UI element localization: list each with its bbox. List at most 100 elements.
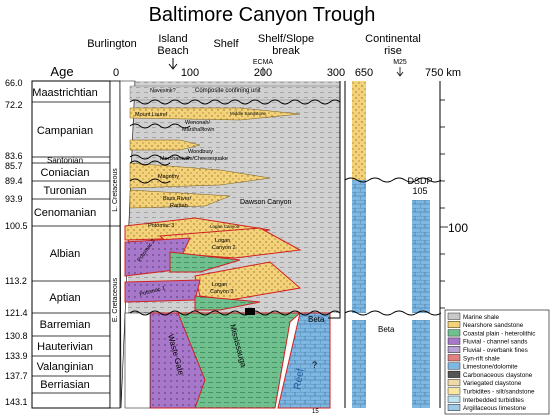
- dsdp-column: [412, 200, 430, 313]
- mount-laurel-sand: [129, 107, 301, 121]
- distance-tick-200: 200: [254, 67, 272, 79]
- header-rise: rise: [384, 45, 402, 57]
- unit-wenonah: Wenonah/: [185, 120, 210, 126]
- unit-logan-canyon: Logan Canyon: [210, 224, 240, 229]
- dsdp-label: DSDP: [407, 176, 432, 186]
- unit-raritan: Raritan: [170, 203, 188, 209]
- unit-mount-laurel: Mount Laurel: [135, 112, 167, 118]
- age-label: 89.4: [5, 176, 23, 186]
- right-axis-label: 100: [448, 221, 468, 235]
- dsdp-number: 105: [412, 186, 427, 196]
- stage-label: Coniacian: [41, 167, 90, 179]
- left-white-wedge: [124, 312, 151, 409]
- age-label: 72.2: [5, 100, 23, 110]
- epoch-bar: [109, 80, 121, 409]
- bass-river-sand: [129, 189, 231, 209]
- stage-label: Aptian: [49, 292, 80, 304]
- legend-label: Marine shale: [463, 314, 500, 321]
- legend-swatch: [447, 370, 461, 378]
- stage-dividers: [32, 101, 110, 394]
- dsdp-column-base: [412, 320, 430, 408]
- age-label: 113.2: [5, 276, 27, 286]
- age-header: Age: [50, 64, 73, 79]
- age-label: 93.9: [5, 194, 23, 204]
- rise-column-left-base: [352, 320, 366, 408]
- age-label: 121.4: [5, 308, 28, 318]
- legend-label: Carbonaceous claystone: [463, 372, 533, 379]
- stage-label: Maastrichtian: [32, 87, 97, 99]
- legend-swatch: [447, 395, 461, 403]
- legend-swatch: [447, 362, 461, 370]
- age-label: 133.9: [5, 351, 28, 361]
- unconformities: [129, 99, 341, 316]
- distance-axis: 0 100 200 300 650 750 km: [113, 67, 461, 79]
- distance-tick-100: 100: [181, 67, 199, 79]
- legend-swatch: [447, 354, 461, 362]
- m25-label: M25: [393, 59, 407, 66]
- unit-reef: Reef: [292, 368, 307, 391]
- right-axis-ticks: [440, 99, 448, 309]
- epoch-late: L. Cretaceous: [112, 168, 119, 212]
- legend-swatch: [447, 404, 461, 411]
- unit-woodbury: Woodbury: [188, 149, 213, 155]
- distance-tick-650: 650: [355, 67, 373, 79]
- unit-potomac-3: Potomac 3: [148, 223, 174, 229]
- unit-question: ?: [312, 360, 317, 370]
- age-label: 143.1: [5, 397, 28, 407]
- unit-labels: Navesink? Composite confining unit Mount…: [135, 88, 395, 415]
- legend-label: Fluvial - channel sands: [463, 339, 527, 346]
- legend-swatch: [447, 346, 461, 353]
- unit-magothy: Magothy: [158, 174, 179, 180]
- legend-swatch: [447, 337, 461, 345]
- stage-label: Berriasian: [40, 379, 90, 391]
- ecma-label: ECMA: [253, 59, 274, 66]
- cross-section: [119, 80, 341, 409]
- header-shelf: Shelf: [213, 38, 239, 50]
- unit-marshalltown: Marshalltown: [182, 127, 214, 133]
- header-burlington: Burlington: [87, 38, 137, 50]
- magothy-sand: [129, 162, 271, 189]
- stage-label: Hauterivian: [37, 341, 93, 353]
- stage-labels: Maastrichtian Campanian Santonian Coniac…: [32, 87, 97, 391]
- legend-swatch: [447, 329, 461, 337]
- age-label: 130.8: [5, 331, 28, 341]
- legend-label: Fluvial - overbank fines: [463, 347, 528, 354]
- beta-marker: [245, 308, 255, 315]
- age-label: 137.7: [5, 371, 28, 381]
- unit-logan-2a: Logan: [215, 238, 230, 244]
- unit-middle-sandstone: Middle Sandstone: [230, 111, 267, 116]
- unit-dawson-canyon: Dawson Canyon: [240, 199, 291, 206]
- header-continental: Continental: [365, 33, 421, 45]
- unit-logan-3a: Logan: [212, 282, 227, 288]
- header-beach: Beach: [157, 45, 188, 57]
- legend-swatch: [447, 312, 461, 320]
- m25-arrow-icon: [396, 67, 404, 77]
- unit-beta-right: Beta: [378, 325, 395, 334]
- island-beach-arrow-icon: [168, 58, 178, 70]
- epoch-early: E. Cretaceous: [112, 277, 119, 322]
- woodbury-sand: [129, 139, 201, 151]
- legend-label: Syn-rift shale: [463, 355, 500, 362]
- distance-tick-300: 300: [327, 67, 345, 79]
- legend-label: Turbidites - silt/sandstone: [463, 389, 535, 396]
- composite-unconformity-right: [328, 81, 341, 319]
- header-break: break: [272, 45, 300, 57]
- stage-column: [31, 80, 111, 409]
- legend-swatch: [447, 387, 461, 395]
- stage-label: Albian: [50, 248, 81, 260]
- header-island: Island: [158, 33, 187, 45]
- unit-logan-3b: Canyon 3: [210, 289, 234, 295]
- age-label: 85.7: [5, 161, 23, 171]
- unit-logan-2b: Canyon 2: [212, 245, 236, 251]
- age-label: 66.0: [5, 78, 23, 88]
- unit-bass-river: Bass River/: [163, 196, 192, 202]
- unit-beta-main: Beta: [308, 315, 325, 324]
- unit-merchantville: Merchantville/Cheesequake: [160, 156, 228, 162]
- green-coastal-mid: [169, 251, 241, 273]
- logan-canyon-3: [194, 261, 302, 301]
- distance-tick-750: 750 km: [425, 67, 461, 79]
- age-label: 83.6: [5, 151, 23, 161]
- unit-15: 15: [312, 409, 319, 415]
- age-labels: 66.0 72.2 83.6 85.7 89.4 93.9 100.5 113.…: [5, 78, 28, 407]
